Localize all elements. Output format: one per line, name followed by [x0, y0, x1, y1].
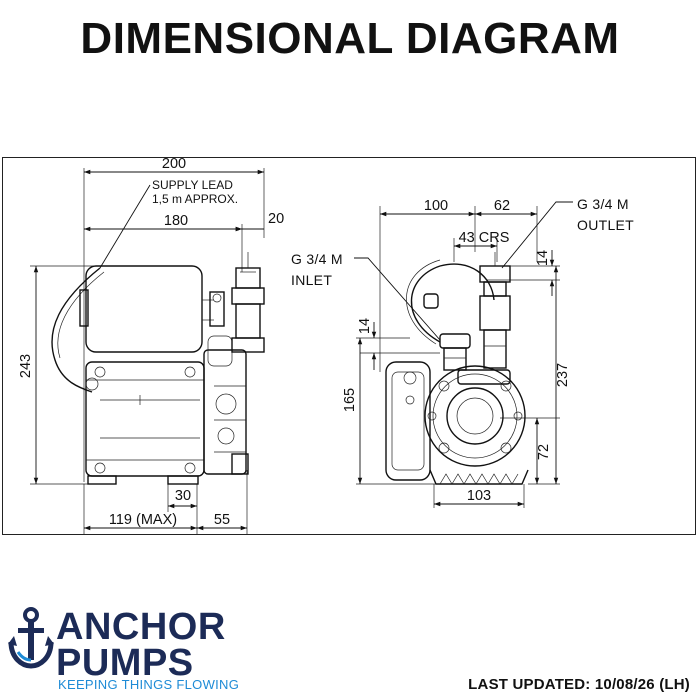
- dim-side-200: 200: [162, 156, 186, 172]
- brand-tagline: KEEPING THINGS FLOWING: [58, 677, 240, 692]
- dim-front-165: 165: [342, 388, 358, 412]
- supply-lead-length: 1,5 m APPROX.: [152, 192, 238, 206]
- page-title: DIMENSIONAL DIAGRAM: [80, 14, 620, 63]
- diagram-frame: [2, 157, 696, 535]
- dim-front-72: 72: [536, 444, 552, 460]
- inlet-thread-label: G 3/4 M: [291, 251, 343, 267]
- dim-side-20: 20: [268, 211, 284, 227]
- front-view: 100 62 43 CRS 14 14 165 237 72 103 G 3/4…: [291, 196, 634, 508]
- dim-side-119: 119 (MAX): [109, 512, 177, 528]
- dim-front-62: 62: [494, 198, 510, 214]
- dim-front-14-inlet: 14: [357, 318, 373, 334]
- brand-name-anchor: ANCHOR: [56, 606, 226, 648]
- dim-side-243: 243: [18, 354, 34, 378]
- dim-front-103: 103: [467, 488, 491, 504]
- side-view: 200 180 20 243 30 119 (MAX) 55 SUPPLY LE…: [18, 156, 284, 534]
- dim-side-180: 180: [164, 213, 188, 229]
- inlet-label: INLET: [291, 272, 332, 288]
- dim-front-100: 100: [424, 198, 448, 214]
- outlet-thread-label: G 3/4 M: [577, 196, 629, 212]
- dim-side-30: 30: [175, 488, 191, 504]
- dim-front-237: 237: [555, 363, 571, 387]
- dim-side-55: 55: [214, 512, 230, 528]
- last-updated: LAST UPDATED: 10/08/26 (LH): [468, 676, 690, 693]
- outlet-label: OUTLET: [577, 217, 634, 233]
- dim-front-14-outlet: 14: [535, 250, 551, 266]
- supply-lead-label: SUPPLY LEAD: [152, 178, 233, 192]
- dim-front-43crs: 43 CRS: [459, 230, 510, 246]
- brand-name-pumps: PUMPS: [56, 642, 194, 684]
- anchor-icon: [8, 607, 54, 669]
